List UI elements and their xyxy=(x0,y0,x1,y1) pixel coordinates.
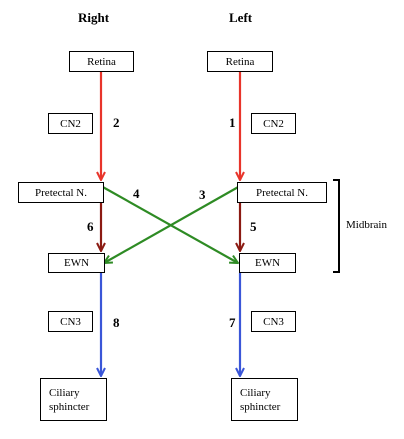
retina-right-box: Retina xyxy=(69,51,134,72)
right-side-header: Right xyxy=(78,10,110,25)
ewn-right-box: EWN xyxy=(48,253,105,273)
retina-left-box: Retina xyxy=(207,51,273,72)
path-number-4: 4 xyxy=(133,186,140,201)
left-side-header: Left xyxy=(229,10,253,25)
cn3-left-box: CN3 xyxy=(251,311,296,332)
ciliary-sphincter-left-box: Ciliary sphincter xyxy=(231,378,298,421)
ciliary-sphincter-right-box: Ciliary sphincter xyxy=(40,378,107,421)
path-number-3: 3 xyxy=(199,187,206,202)
path-number-8: 8 xyxy=(113,315,120,330)
cn2-right-box: CN2 xyxy=(48,113,93,134)
cn2-left-box: CN2 xyxy=(251,113,296,134)
path-number-2: 2 xyxy=(113,115,120,130)
ewn-left-box: EWN xyxy=(239,253,296,273)
pretectal-left-box: Pretectal N. xyxy=(237,182,327,203)
crossing-arrow-left-to-right xyxy=(104,185,241,263)
midbrain-label: Midbrain xyxy=(346,219,387,231)
crossing-arrow-right-to-left xyxy=(100,185,238,263)
path-number-6: 6 xyxy=(87,219,94,234)
cn3-right-box: CN3 xyxy=(48,311,93,332)
path-number-7: 7 xyxy=(229,315,236,330)
path-number-1: 1 xyxy=(229,115,236,130)
path-number-5: 5 xyxy=(250,219,257,234)
pretectal-right-box: Pretectal N. xyxy=(18,182,104,203)
midbrain-bracket xyxy=(333,179,340,273)
